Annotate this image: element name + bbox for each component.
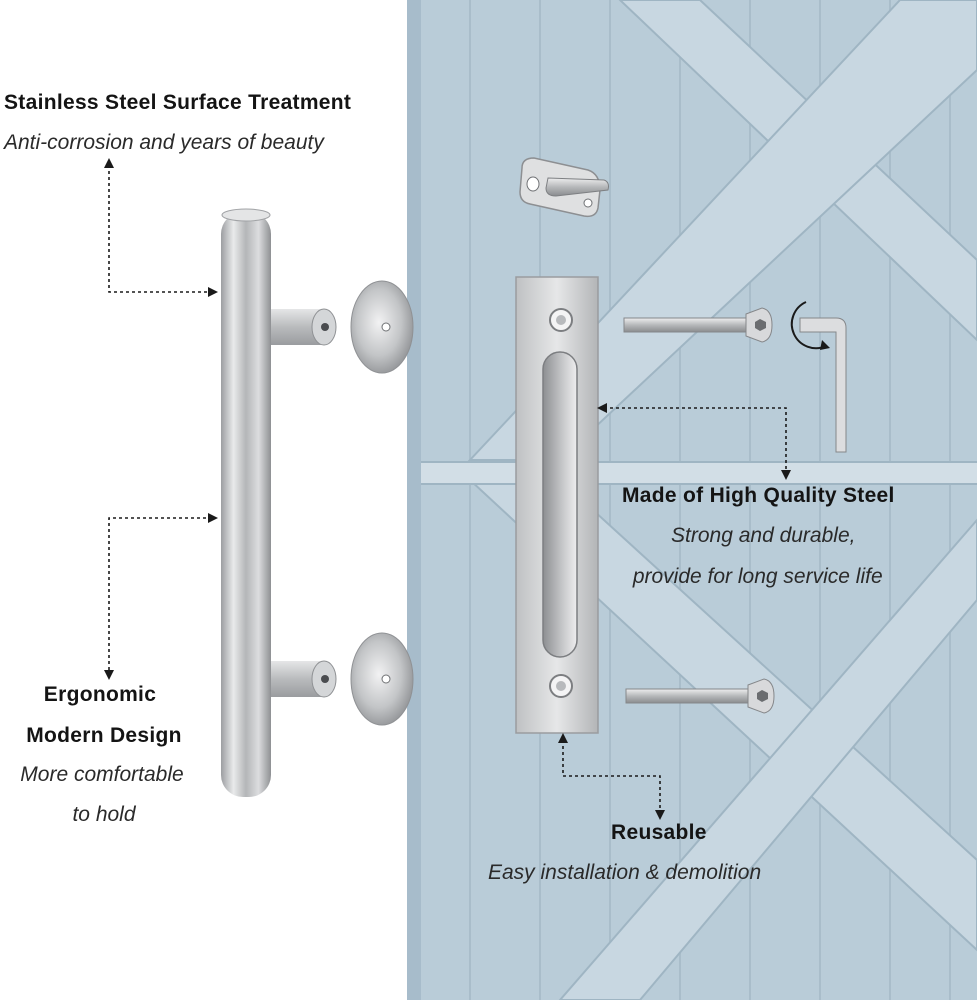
screw bbox=[623, 307, 775, 714]
quality-steel-subtitle-line1: Strong and durable, bbox=[671, 524, 856, 547]
callout-arrowheads bbox=[104, 158, 791, 820]
surface-treatment-title: Stainless Steel Surface Treatment bbox=[4, 91, 352, 114]
reusable-title: Reusable bbox=[611, 821, 707, 844]
hex-key-icon bbox=[790, 301, 847, 453]
flush-pull-plate bbox=[515, 276, 599, 734]
quality-steel-subtitle-line2: provide for long service life bbox=[627, 565, 883, 588]
ergonomic-subtitle-line1: More comfortable bbox=[20, 763, 184, 786]
pull-handle bbox=[221, 208, 337, 797]
ergonomic-title-line2: Modern Design bbox=[26, 724, 182, 747]
ergonomic-subtitle-line2: to hold bbox=[72, 803, 136, 826]
mounting-disc bbox=[350, 280, 414, 726]
surface-treatment-subtitle: Anti-corrosion and years of beauty bbox=[4, 131, 324, 154]
quality-steel-title: Made of High Quality Steel bbox=[622, 484, 895, 507]
callout-connectors bbox=[108, 165, 787, 812]
reusable-subtitle: Easy installation & demolition bbox=[488, 861, 762, 884]
ergonomic-title-line1: Ergonomic bbox=[43, 683, 157, 706]
latch-bracket bbox=[519, 157, 609, 218]
